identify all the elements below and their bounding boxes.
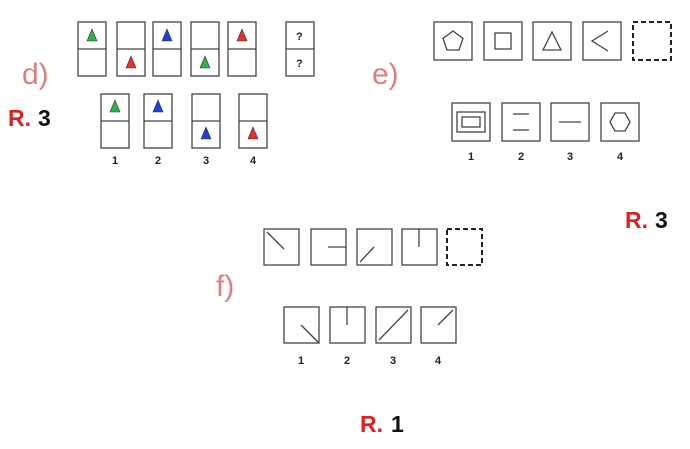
option-e-3[interactable] [550, 102, 590, 142]
green-triangle [109, 99, 121, 113]
option-f-3[interactable] [375, 306, 412, 344]
option-number: 4 [617, 151, 624, 163]
sequence-tile-2 [116, 21, 146, 77]
sequence-tile-1 [433, 21, 473, 61]
sequence-tile-4 [582, 21, 622, 61]
problem-d-answer-value: 3 [38, 105, 51, 131]
sequence-tile-2 [483, 21, 523, 61]
triangle-outline-shape [541, 30, 563, 51]
square-shape [494, 32, 512, 50]
option-e-2[interactable] [501, 102, 541, 142]
red-triangle [125, 55, 137, 69]
problem-f-answer-value: 1 [391, 411, 404, 437]
hexagon-shape [609, 112, 631, 132]
pentagon-shape [442, 30, 464, 51]
option-e-1[interactable] [451, 102, 491, 142]
blue-triangle [152, 99, 164, 113]
option-e-4[interactable] [600, 102, 640, 142]
option-number: 2 [518, 151, 524, 163]
option-d-4[interactable] [238, 93, 268, 149]
option-d-3[interactable] [191, 93, 221, 149]
problem-d: d) R. 3 ? ? [8, 21, 315, 167]
missing-tile [446, 228, 483, 266]
option-number: 1 [298, 355, 304, 367]
sequence-tile-4 [190, 21, 220, 77]
option-number: 3 [390, 355, 396, 367]
problem-d-label: d) [22, 58, 49, 91]
green-triangle [86, 28, 98, 42]
option-number: 2 [344, 355, 350, 367]
sequence-tile-5 [227, 21, 257, 77]
problem-f-label: f) [216, 270, 234, 303]
option-d-1[interactable] [100, 93, 130, 149]
option-number: 1 [468, 151, 474, 163]
option-f-1[interactable] [283, 306, 320, 344]
angle-shape [590, 30, 609, 52]
sequence-tile-2 [310, 228, 347, 266]
option-f-2[interactable] [329, 306, 366, 344]
red-triangle [247, 126, 259, 140]
sequence-tile-1 [263, 228, 300, 266]
option-number: 3 [567, 151, 573, 163]
problem-d-answer-prefix: R. [8, 105, 31, 131]
option-number: 2 [155, 155, 161, 167]
unknown-tile: ? ? [285, 21, 315, 77]
problem-f: f) R. 1 [216, 228, 483, 437]
sequence-tile-3 [152, 21, 182, 77]
option-number: 3 [203, 155, 209, 167]
unknown-bottom-mark: ? [296, 58, 303, 70]
problem-e: e) R. 3 [372, 21, 672, 233]
problem-e-label: e) [372, 58, 399, 91]
problem-e-answer-value: 3 [655, 207, 668, 233]
sequence-tile-3 [356, 228, 393, 266]
option-d-2[interactable] [143, 93, 173, 149]
sequence-tile-4 [401, 228, 438, 266]
option-number: 4 [250, 155, 257, 167]
unknown-top-mark: ? [296, 31, 303, 43]
blue-triangle [200, 126, 212, 140]
problem-f-answer-prefix: R. [360, 411, 383, 437]
option-number: 1 [112, 155, 118, 167]
option-f-4[interactable] [420, 306, 457, 344]
problem-e-answer-prefix: R. [625, 207, 648, 233]
blue-triangle [161, 28, 173, 42]
red-triangle [236, 28, 248, 42]
missing-tile [632, 21, 672, 61]
option-number: 4 [435, 355, 442, 367]
sequence-tile-1 [77, 21, 107, 77]
sequence-tile-3 [532, 21, 572, 61]
green-triangle [199, 55, 211, 69]
